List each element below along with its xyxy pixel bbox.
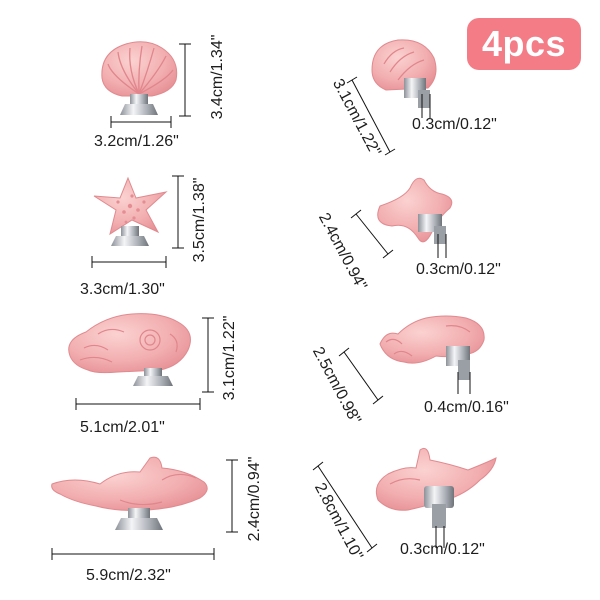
- dolphin-width-line: [51, 548, 215, 560]
- seashell-knob-front: [101, 41, 178, 115]
- octopus-knob-side: [379, 315, 485, 380]
- starfish-width-line: [91, 256, 167, 268]
- dolphin-screw-label: 0.3cm/0.12": [400, 541, 485, 558]
- octopus-width-line: [75, 398, 201, 410]
- octopus-screw-line: [457, 372, 471, 394]
- seashell-height-line: [179, 43, 191, 117]
- starfish-side-height-line: [350, 209, 394, 259]
- dolphin-height-line: [226, 459, 238, 533]
- octopus-height-line: [202, 317, 214, 393]
- octopus-screw-label: 0.4cm/0.16": [424, 399, 509, 416]
- starfish-knob-side: [377, 177, 453, 244]
- seashell-screw-line: [421, 94, 431, 118]
- starfish-height-line: [172, 175, 184, 249]
- dolphin-screw-line: [435, 526, 445, 548]
- starfish-screw-label: 0.3cm/0.12": [416, 261, 501, 278]
- octopus-side-height-line: [338, 347, 384, 405]
- dolphin-knob-side: [375, 447, 497, 528]
- quantity-badge-text: 4pcs: [481, 23, 567, 64]
- starfish-screw-line: [437, 234, 447, 258]
- starfish-width-label: 3.3cm/1.30": [80, 281, 165, 298]
- octopus-height-label: 3.1cm/1.22": [221, 315, 238, 401]
- seashell-knob-side: [371, 39, 437, 108]
- dolphin-height-label: 2.4cm/0.94": [246, 456, 263, 542]
- dolphin-knob-front: [51, 456, 208, 530]
- octopus-knob-front: [68, 313, 191, 386]
- seashell-side-height-line: [346, 76, 396, 156]
- seashell-height-label: 3.4cm/1.34": [209, 34, 226, 120]
- dolphin-side-height-line: [312, 461, 378, 553]
- quantity-badge: 4pcs: [467, 18, 581, 70]
- octopus-width-label: 5.1cm/2.01": [80, 419, 165, 436]
- seashell-width-line: [110, 116, 172, 128]
- starfish-height-label: 3.5cm/1.38": [191, 177, 208, 263]
- seashell-screw-label: 0.3cm/0.12": [412, 116, 497, 133]
- dolphin-width-label: 5.9cm/2.32": [86, 567, 171, 584]
- seashell-width-label: 3.2cm/1.26": [94, 133, 179, 150]
- starfish-knob-front: [93, 176, 168, 246]
